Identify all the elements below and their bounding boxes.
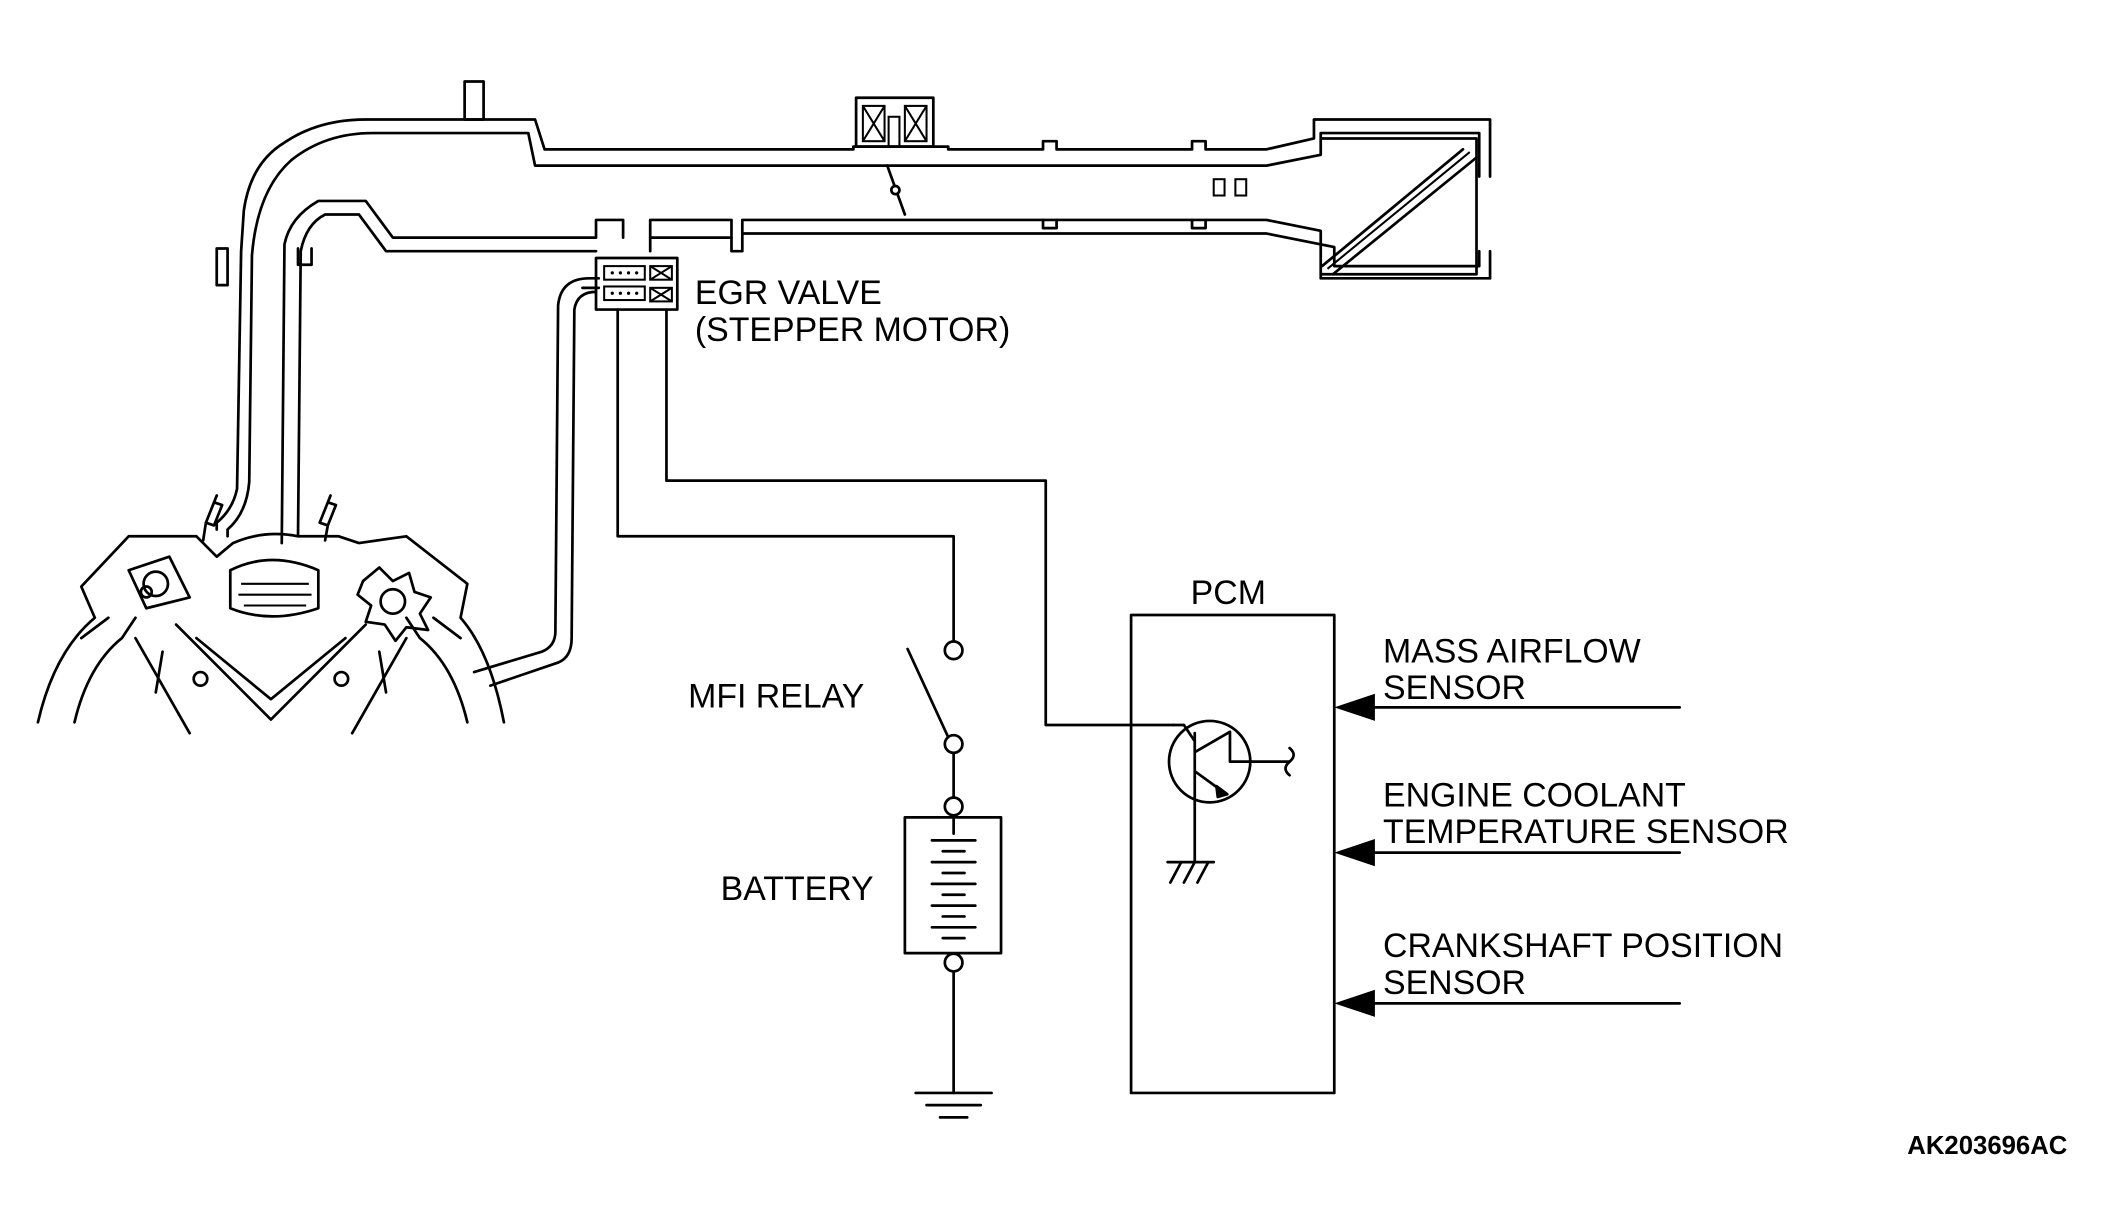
egr-valve-label: EGR VALVE <box>695 274 882 312</box>
relay-switch-icon <box>906 640 964 755</box>
coolant-sensor-sublabel: TEMPERATURE SENSOR <box>1383 813 1789 851</box>
transistor-icon <box>1166 719 1295 884</box>
mass-airflow-label: MASS AIRFLOW <box>1383 633 1641 671</box>
pcm-box <box>1129 613 1336 1095</box>
mfi-relay-label: MFI RELAY <box>688 677 864 715</box>
pcm-label: PCM <box>1191 574 1266 612</box>
throttle-valve-icon <box>854 96 935 216</box>
wiring <box>616 308 1175 1095</box>
crankshaft-sensor-sublabel: SENSOR <box>1383 964 1526 1002</box>
egr-valve-icon <box>581 256 679 311</box>
crankshaft-sensor-label: CRANKSHAFT POSITION <box>1383 927 1783 965</box>
intake-manifold <box>215 80 1492 545</box>
battery-icon <box>903 796 1003 973</box>
egr-valve-sublabel: (STEPPER MOTOR) <box>695 311 1010 349</box>
ground-icon <box>914 1091 993 1119</box>
figure-code: AK203696AC <box>1907 1132 2067 1160</box>
pcm-input-arrows <box>1334 693 1682 1017</box>
engine-icon <box>36 494 506 735</box>
egr-pipe <box>472 276 601 687</box>
coolant-sensor-label: ENGINE COOLANT <box>1383 776 1686 814</box>
mass-airflow-sublabel: SENSOR <box>1383 669 1526 707</box>
battery-label: BATTERY <box>721 870 874 908</box>
air-cleaner-icon <box>1320 137 1478 276</box>
